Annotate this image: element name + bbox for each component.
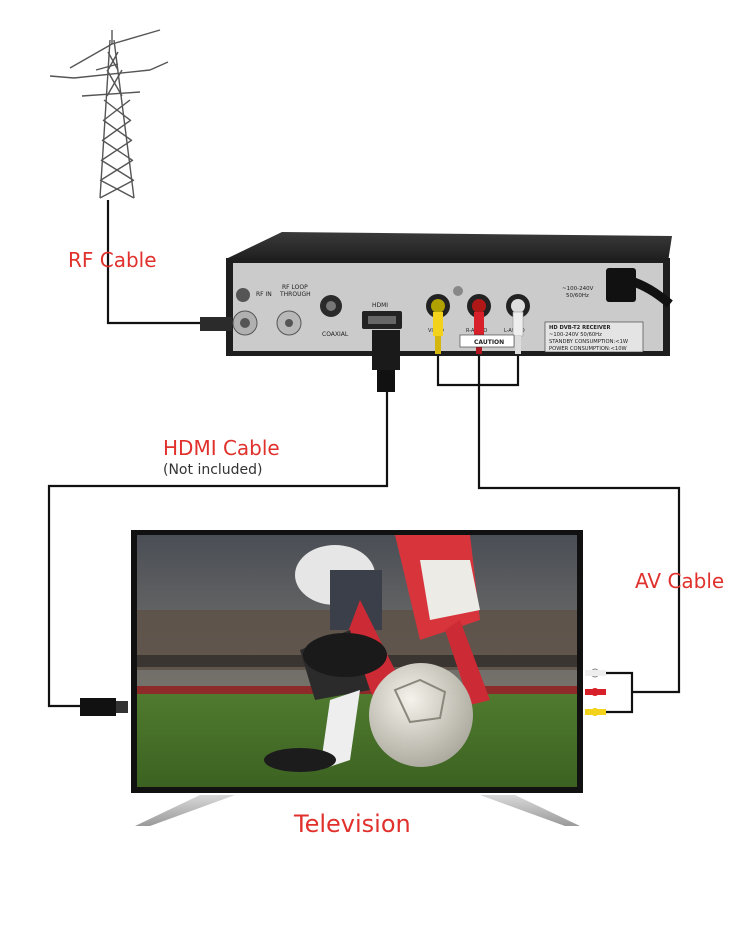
spec-line-2: STANDBY CONSUMPTION:<1W bbox=[549, 339, 628, 345]
av-cable-label: AV Cable bbox=[635, 569, 724, 593]
spec-line-3: POWER CONSUMPTION:<10W bbox=[549, 346, 627, 352]
av-cable-tv-split bbox=[606, 673, 632, 712]
spec-title: HD DVB-T2 RECEIVER bbox=[549, 325, 610, 331]
power-rating-2: 50/60Hz bbox=[566, 293, 589, 299]
caution-label: CAUTION bbox=[474, 339, 504, 346]
hdmi-not-included-note: (Not included) bbox=[163, 462, 263, 478]
coaxial-label: COAXIAL bbox=[322, 331, 349, 338]
hdmi-port-label: HDMI bbox=[372, 302, 388, 309]
rf-in-label: RF IN bbox=[256, 291, 272, 298]
power-rating-1: ~100-240V bbox=[562, 286, 594, 292]
rf-loop-label-2: THROUGH bbox=[279, 291, 311, 298]
television bbox=[80, 530, 606, 826]
hdmi-cable-label: HDMI Cable bbox=[163, 436, 280, 460]
rf-cable-label: RF Cable bbox=[68, 248, 157, 272]
receiver-box: RF IN RF LOOP THROUGH COAXIAL HDMI VIDEO… bbox=[200, 232, 672, 392]
spec-line-1: ~100-240V 50/60Hz bbox=[549, 332, 602, 338]
television-label: Television bbox=[294, 810, 411, 838]
power-tower-icon bbox=[50, 30, 168, 198]
rf-loop-label-1: RF LOOP bbox=[282, 284, 308, 291]
